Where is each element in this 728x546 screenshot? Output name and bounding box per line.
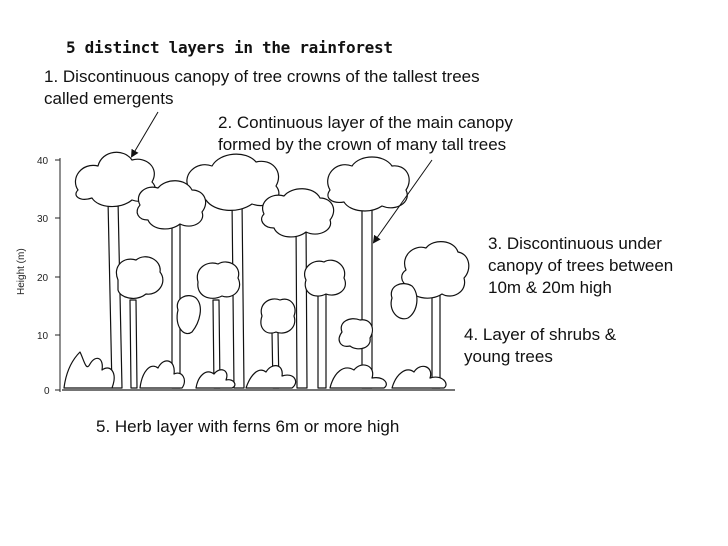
forest-illustration xyxy=(63,151,470,389)
layer-2-line-1: 2. Continuous layer of the main canopy xyxy=(218,113,513,132)
shrub-crown-2 xyxy=(176,295,201,335)
fern-cluster-2 xyxy=(139,360,186,389)
layer-2-label: 2. Continuous layer of the main canopy f… xyxy=(218,112,513,156)
canopy-trunk-3 xyxy=(295,219,308,389)
tick-40: 40 xyxy=(37,156,49,167)
height-axis xyxy=(55,158,61,392)
layer-2-line-2: formed by the crown of many tall trees xyxy=(218,135,507,154)
shrub-crown-3 xyxy=(338,318,373,350)
fern-cluster-4 xyxy=(329,364,387,389)
tick-30: 30 xyxy=(37,214,49,225)
shrub-crown-1 xyxy=(260,298,296,334)
canopy-crown-5 xyxy=(136,180,207,230)
layer-5-line-1: 5. Herb layer with ferns 6m or more high xyxy=(96,417,400,436)
tick-20: 20 xyxy=(37,273,49,284)
layer-4-line-1: 4. Layer of shrubs & xyxy=(464,325,617,344)
under-crown-4 xyxy=(304,259,346,297)
arrow-main-canopy xyxy=(372,159,433,244)
shrub-crown-4 xyxy=(390,283,418,320)
under-crown-2 xyxy=(196,261,241,299)
layer-3-label: 3. Discontinuous under canopy of trees b… xyxy=(488,233,673,299)
diagram-title: 5 distinct layers in the rainforest xyxy=(66,38,393,57)
layer-1-label: 1. Discontinuous canopy of tree crowns o… xyxy=(44,66,480,110)
under-trunk-4 xyxy=(317,289,327,389)
arrow-emergents xyxy=(130,111,159,158)
emergent-trunk-4 xyxy=(361,199,373,389)
canopy-crown-3 xyxy=(261,188,335,238)
layer-5-label: 5. Herb layer with ferns 6m or more high xyxy=(96,416,399,438)
layer-4-label: 4. Layer of shrubs & young trees xyxy=(464,324,616,368)
under-crown-1 xyxy=(115,256,164,299)
tick-0: 0 xyxy=(44,386,50,397)
layer-3-line-2: canopy of trees between xyxy=(488,256,674,275)
axis-title: Height (m) xyxy=(16,248,27,295)
under-trunk-3 xyxy=(431,289,441,389)
fern-cluster-5 xyxy=(391,365,447,389)
layer-3-line-3: 10m & 20m high xyxy=(488,278,612,297)
emergent-crown-1 xyxy=(74,151,156,208)
tick-10: 10 xyxy=(37,331,49,342)
layer-1-line-2: called emergents xyxy=(44,89,174,108)
layer-1-line-1: 1. Discontinuous canopy of tree crowns o… xyxy=(44,67,480,86)
emergent-crown-4 xyxy=(327,156,410,212)
layer-3-line-1: 3. Discontinuous under xyxy=(488,234,662,253)
under-trunk-1 xyxy=(129,299,138,389)
fern-cluster-6 xyxy=(195,369,236,389)
fern-cluster-3 xyxy=(245,365,297,389)
layer-4-line-2: young trees xyxy=(464,347,553,366)
fern-cluster-1 xyxy=(63,351,115,389)
